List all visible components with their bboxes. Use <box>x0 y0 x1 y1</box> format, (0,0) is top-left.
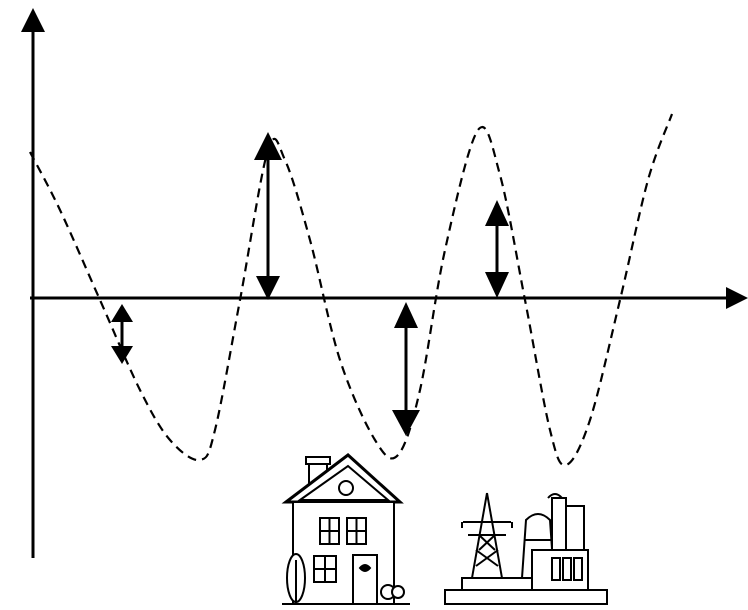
house-icon <box>281 453 410 605</box>
x-axis <box>30 287 748 309</box>
power-plant-icon <box>444 492 608 605</box>
dashed-wave-curve <box>29 113 674 467</box>
small-double-arrow-1 <box>111 304 133 364</box>
y-axis-arrowhead <box>21 8 45 32</box>
large-up-arrow <box>254 132 282 300</box>
medium-double-arrow <box>485 200 509 298</box>
large-down-arrow <box>392 302 420 436</box>
x-axis-arrowhead <box>726 287 748 309</box>
y-axis <box>21 8 45 558</box>
transmission-tower <box>461 492 513 579</box>
